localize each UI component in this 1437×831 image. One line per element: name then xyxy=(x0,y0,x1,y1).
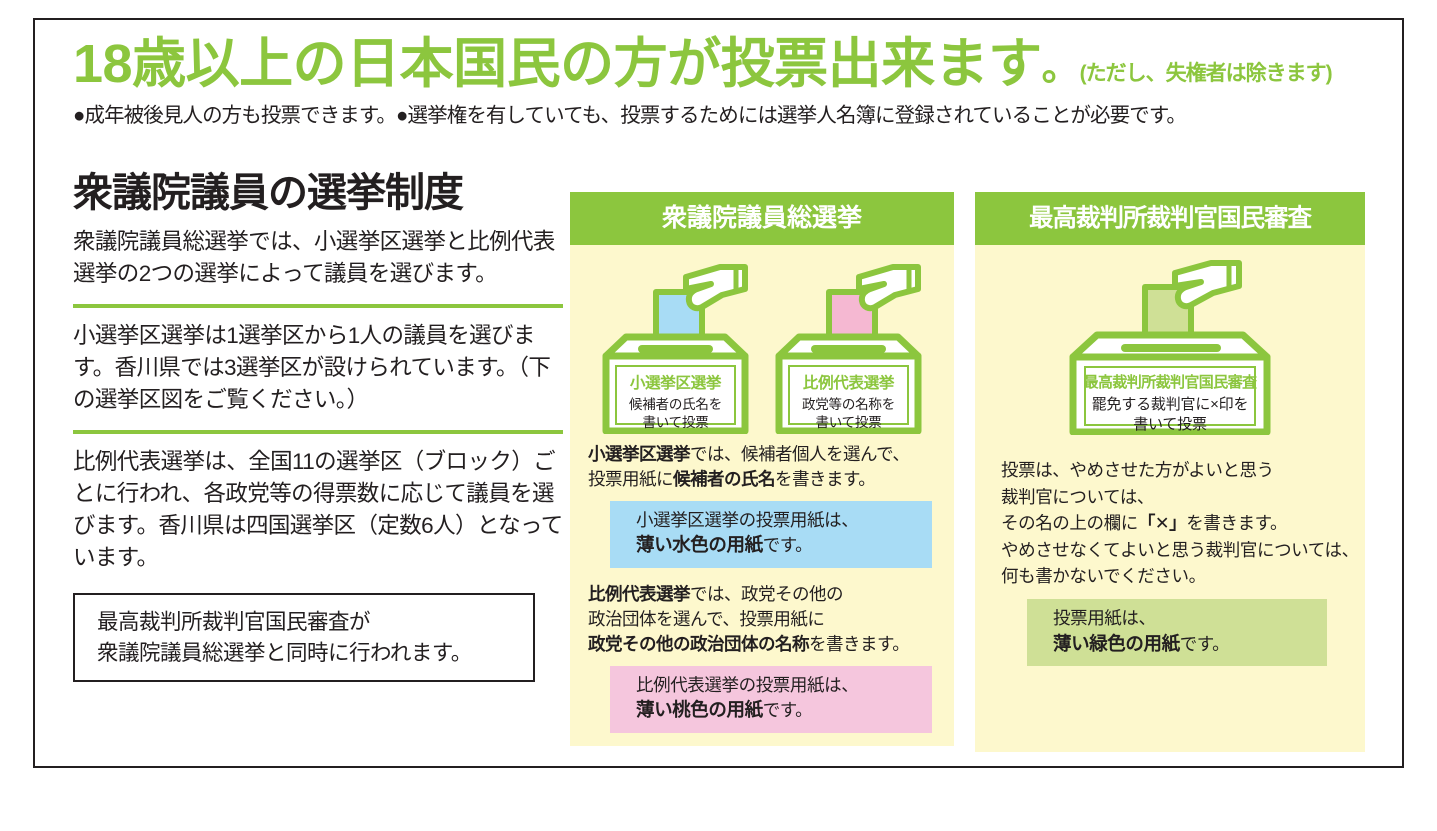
mid-para-1-rest: では、候補者個人を選んで、 xyxy=(690,444,910,464)
ballot-box-supreme-court: 最高裁判所裁判官国民審査 罷免する裁判官に×印を 書いて投票 xyxy=(1063,259,1277,435)
callout-green-line-1: 投票用紙は、 xyxy=(1053,607,1156,628)
callout-green-paper: 投票用紙は、 薄い緑色の用紙です。 xyxy=(1027,598,1327,667)
left-note-line-1: 最高裁判所裁判官国民審査が xyxy=(97,610,371,635)
mid-para-2-l3-rest: を書きます。 xyxy=(809,633,910,654)
panel-supreme-court-body: 投票は、やめさせた方がよいと思う 裁判官については、 その名の上の欄に「✕」を書… xyxy=(975,435,1365,667)
mid-para-1-l2a: 投票用紙に xyxy=(588,468,674,489)
divider-rule-1 xyxy=(73,303,563,308)
ballot-box-icon xyxy=(775,264,922,434)
ballot-box-single-seat: 小選挙区選挙 候補者の氏名を 書いて投票 xyxy=(598,259,753,434)
mid-para-1-line-2: 投票用紙に候補者の氏名を書きます。 xyxy=(588,467,940,492)
mid-para-2-line-2: 政治団体を選んで、投票用紙に xyxy=(588,608,825,629)
panel-general-election: 衆議院議員総選挙 xyxy=(570,192,954,746)
divider-rule-2 xyxy=(73,429,563,434)
right-text-line-3: その名の上の欄に「✕」を書きます。 xyxy=(1001,510,1351,537)
right-text-line-2: 裁判官については、 xyxy=(1001,486,1155,507)
headline: 18歳以上の日本国民の方が投票出来ます。(ただし、失権者は除きます) xyxy=(73,37,1363,91)
poster-frame: 18歳以上の日本国民の方が投票出来ます。(ただし、失権者は除きます) ●成年被後… xyxy=(33,18,1404,768)
ballot-box-icon xyxy=(602,264,749,434)
panel-supreme-court-heading: 最高裁判所裁判官国民審査 xyxy=(975,192,1365,245)
right-text-line-5: 何も書かないでください。 xyxy=(1001,566,1206,587)
callout-pink-line-1: 比例代表選挙の投票用紙は、 xyxy=(636,674,859,695)
callout-blue-paper: 小選挙区選挙の投票用紙は、 薄い水色の用紙です。 xyxy=(610,500,932,569)
mid-para-2-line-3: 政党その他の政治団体の名称を書きます。 xyxy=(588,632,940,657)
headline-period: 。 xyxy=(1041,47,1080,89)
right-text-l3b: を書きます。 xyxy=(1186,513,1288,534)
mid-para-1-bold: 小選挙区選挙 xyxy=(588,444,691,464)
mid-para-2-rest: では、政党その他の xyxy=(690,584,844,605)
left-note-box: 最高裁判所裁判官国民審査が 衆議院議員総選挙と同時に行われます。 xyxy=(73,593,535,682)
callout-blue-line-1: 小選挙区選挙の投票用紙は、 xyxy=(636,509,859,530)
mid-para-2-bold: 比例代表選挙 xyxy=(588,584,691,605)
left-column: 衆議院議員の選挙制度 衆議院議員総選挙では、小選挙区選挙と比例代表選挙の2つの選… xyxy=(73,172,563,682)
mid-para-2-l3-bold: 政党その他の政治団体の名称 xyxy=(588,633,810,654)
callout-green-bold: 薄い緑色の用紙 xyxy=(1053,632,1180,654)
right-text-l3a: その名の上の欄に xyxy=(1001,513,1138,534)
mid-para-1-l2c: を書きます。 xyxy=(775,468,876,489)
right-text-line-1: 投票は、やめさせた方がよいと思う xyxy=(1001,460,1274,480)
left-paragraph-1: 衆議院議員総選挙では、小選挙区選挙と比例代表選挙の2つの選挙によって議員を選びま… xyxy=(73,229,555,286)
panel-supreme-court-review: 最高裁判所裁判官国民審査 最高裁判所裁判官国民審査 罷免する裁判官に×印を xyxy=(975,192,1365,752)
ballot-box-icon xyxy=(1069,260,1271,435)
callout-pink-paper: 比例代表選挙の投票用紙は、 薄い桃色の用紙です。 xyxy=(610,665,932,734)
ballot-box-proportional: 比例代表選挙 政党等の名称を 書いて投票 xyxy=(771,259,926,434)
mid-para-1-l2b: 候補者の氏名 xyxy=(673,468,776,489)
headline-exception-note: (ただし、失権者は除きます) xyxy=(1079,62,1333,85)
mid-para-1-line-1: 小選挙区選挙では、候補者個人を選んで、 xyxy=(588,442,940,467)
callout-green-rest: です。 xyxy=(1179,633,1230,654)
callout-blue-bold: 薄い水色の用紙 xyxy=(636,534,763,556)
header-subline: ●成年被後見人の方も投票できます。●選挙権を有していても、投票するためには選挙人… xyxy=(73,104,1187,127)
panel-general-election-heading: 衆議院議員総選挙 xyxy=(570,192,954,245)
left-paragraph-2: 小選挙区選挙は1選挙区から1人の議員を選びます。香川県では3選挙区が設けられてい… xyxy=(73,322,551,412)
callout-pink-line-2: 薄い桃色の用紙です。 xyxy=(636,697,922,724)
left-note-line-2: 衆議院議員総選挙と同時に行われます。 xyxy=(97,640,472,665)
callout-green-line-2: 薄い緑色の用紙です。 xyxy=(1053,631,1317,658)
ballot-box-row: 小選挙区選挙 候補者の氏名を 書いて投票 比例代表選挙 xyxy=(570,245,954,434)
right-text-line-4: やめさせなくてよいと思う裁判官については、 xyxy=(1001,539,1359,560)
callout-pink-bold: 薄い桃色の用紙 xyxy=(636,699,763,721)
callout-blue-line-2: 薄い水色の用紙です。 xyxy=(636,532,922,559)
callout-pink-rest: です。 xyxy=(762,700,813,721)
left-paragraph-3: 比例代表選挙は、全国11の選挙区（ブロック）ごとに行われ、各政党等の得票数に応じ… xyxy=(73,448,563,570)
mid-para-2-line-1: 比例代表選挙では、政党その他の xyxy=(588,582,940,607)
poster-header: 18歳以上の日本国民の方が投票出来ます。(ただし、失権者は除きます) ●成年被後… xyxy=(73,37,1363,128)
callout-blue-rest: です。 xyxy=(762,535,813,556)
x-mark-glyph: 「✕」 xyxy=(1137,513,1187,534)
panel-general-election-body: 小選挙区選挙では、候補者個人を選んで、 投票用紙に候補者の氏名を書きます。 小選… xyxy=(570,434,954,734)
left-column-title: 衆議院議員の選挙制度 xyxy=(73,171,464,215)
headline-main-text: 18歳以上の日本国民の方が投票出来ます xyxy=(73,34,1042,94)
